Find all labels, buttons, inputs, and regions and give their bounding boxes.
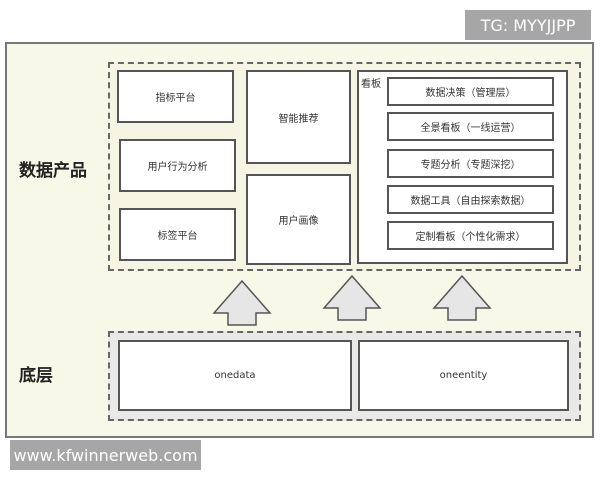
kanban-item-custom: 定制看板（个性化需求） xyxy=(387,221,554,250)
kanban-item-data-tools: 数据工具（自由探索数据） xyxy=(387,185,554,214)
up-arrow-icon xyxy=(212,280,272,326)
kanban-item-panorama: 全景看板（一线运营） xyxy=(387,112,554,141)
kanban-title: 看板 xyxy=(361,79,381,90)
layer-label-base: 底层 xyxy=(19,366,53,386)
kanban-item-topic-analysis: 专题分析（专题深挖） xyxy=(387,149,554,178)
up-arrow-icon xyxy=(322,275,382,321)
box-smart-recommendation: 智能推荐 xyxy=(246,70,351,164)
box-metrics-platform: 指标平台 xyxy=(117,70,234,123)
box-onedata: onedata xyxy=(118,340,352,411)
box-oneentity: oneentity xyxy=(358,340,569,411)
box-user-behavior-analysis: 用户行为分析 xyxy=(119,139,236,192)
watermark-tg: TG: MYYJJPP xyxy=(465,10,591,40)
kanban-item-data-decision: 数据决策（管理层） xyxy=(387,77,554,106)
box-tag-platform: 标签平台 xyxy=(119,208,236,261)
up-arrow-icon xyxy=(432,275,492,321)
watermark-url: www.kfwinnerweb.com xyxy=(10,440,201,470)
layer-label-product: 数据产品 xyxy=(19,161,87,181)
box-user-portrait: 用户画像 xyxy=(246,174,351,265)
